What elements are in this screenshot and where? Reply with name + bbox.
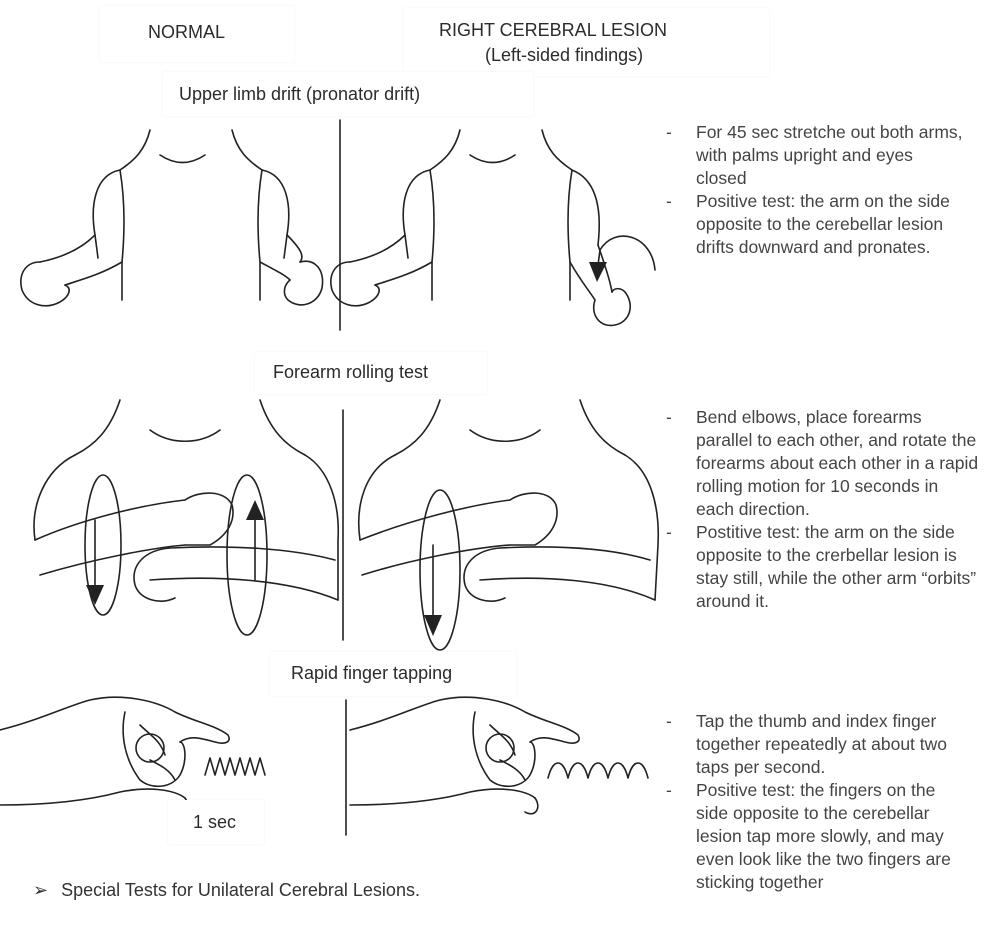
time-label: 1 sec — [193, 812, 236, 833]
footer: ➢ Special Tests for Unilateral Cerebral … — [33, 880, 420, 901]
section-3-bullet-2: Positive test: the fingers on the side o… — [666, 779, 971, 894]
section-3-bullets: Tap the thumb and index finger together … — [666, 710, 971, 894]
drift-lesion-figure — [331, 130, 655, 325]
section-1-bullets: For 45 sec stretche out both arms, with … — [666, 121, 966, 259]
rolling-normal-figure — [34, 400, 338, 635]
tapping-lesion-figure — [350, 697, 648, 814]
section-2-bullets: Bend elbows, place forearms parallel to … — [666, 406, 981, 613]
section-1-bullet-1: For 45 sec stretche out both arms, with … — [666, 121, 966, 190]
footer-text: Special Tests for Unilateral Cerebral Le… — [61, 880, 420, 900]
section-2-bullet-2: Postitive test: the arm on the side oppo… — [666, 521, 981, 613]
tap-waveform-normal — [205, 758, 265, 775]
section-3-bullet-1: Tap the thumb and index finger together … — [666, 710, 971, 779]
section-1-bullet-2: Positive test: the arm on the side oppos… — [666, 190, 966, 259]
tapping-normal-figure — [0, 697, 265, 814]
tap-waveform-lesion — [548, 763, 648, 778]
footer-marker-icon: ➢ — [33, 880, 48, 900]
drift-normal-figure — [21, 130, 323, 306]
rolling-lesion-figure — [359, 400, 658, 650]
section-2-bullet-1: Bend elbows, place forearms parallel to … — [666, 406, 981, 521]
